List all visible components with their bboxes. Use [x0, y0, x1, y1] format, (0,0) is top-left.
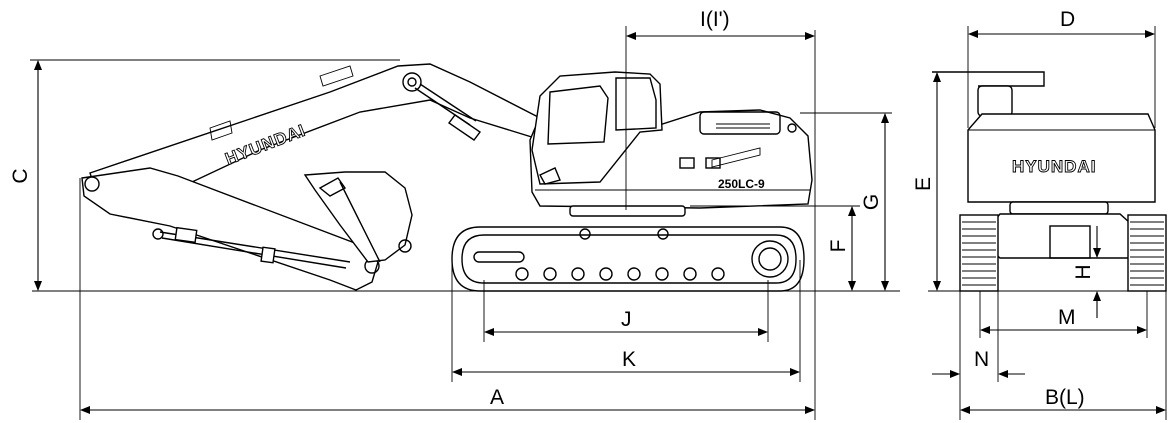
undercarriage — [451, 226, 805, 292]
rear-view — [932, 71, 1167, 292]
label-J: J — [621, 308, 632, 331]
label-H: H — [1072, 264, 1095, 279]
label-G: G — [860, 194, 883, 210]
bucket — [303, 171, 413, 263]
left-track — [959, 214, 999, 292]
label-M: M — [1058, 306, 1076, 329]
model-badge-text: 250LC-9 — [718, 177, 765, 191]
label-B: B(L) — [1045, 386, 1085, 409]
swing-bearing — [569, 205, 686, 217]
dimension-lines — [30, 26, 1167, 420]
label-A: A — [490, 386, 504, 409]
side-view: HYUNDAI — [32, 63, 900, 292]
rear-brand-text: HYUNDAI — [1012, 157, 1096, 176]
label-D: D — [1060, 8, 1075, 31]
right-track — [1127, 214, 1167, 292]
label-N: N — [974, 348, 989, 371]
label-E: E — [912, 177, 935, 191]
dimension-labels: A K J I(I') C G F D E H M N B(L) — [9, 8, 1095, 409]
label-F: F — [827, 240, 850, 253]
boom-cylinder — [414, 83, 481, 141]
label-I: I(I') — [700, 8, 730, 31]
label-C: C — [9, 168, 32, 183]
label-K: K — [622, 348, 636, 371]
cab — [531, 71, 663, 185]
